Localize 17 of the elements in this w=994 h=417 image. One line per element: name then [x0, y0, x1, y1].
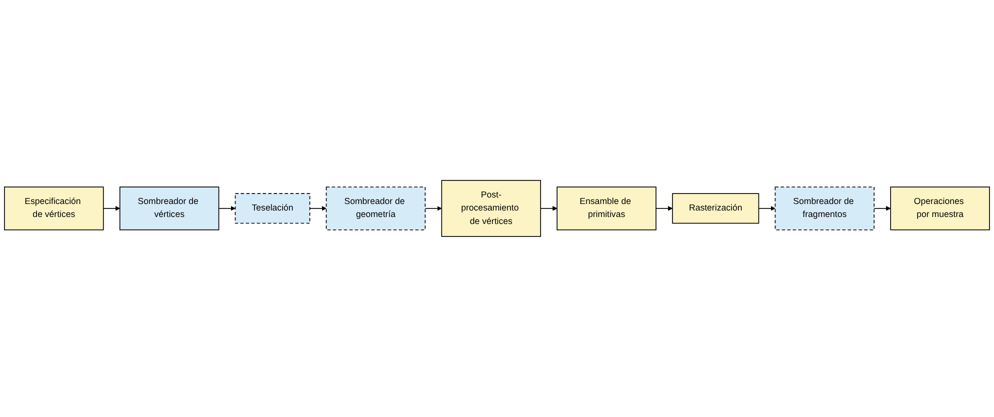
node-box: Teselación [234, 193, 310, 224]
arrow [758, 206, 776, 211]
node-box: Ensamble de primitivas [556, 186, 656, 230]
arrow [874, 206, 891, 211]
arrow [102, 206, 120, 211]
node-box: Rasterización [672, 193, 760, 224]
node-box: Especificación de vértices [4, 186, 104, 230]
node-box: Sombreador de geometría [326, 186, 426, 230]
node-box: Sombreador de fragmentos [774, 186, 875, 230]
node-box: Post-procesamiento de vértices [441, 180, 541, 237]
arrow [218, 206, 236, 211]
arrow [424, 206, 442, 211]
node-box: Operaciones por muestra [890, 186, 990, 230]
arrow [656, 206, 673, 211]
node-box: Sombreador de vértices [119, 186, 220, 230]
arrow [540, 206, 558, 211]
arrow [309, 206, 326, 211]
